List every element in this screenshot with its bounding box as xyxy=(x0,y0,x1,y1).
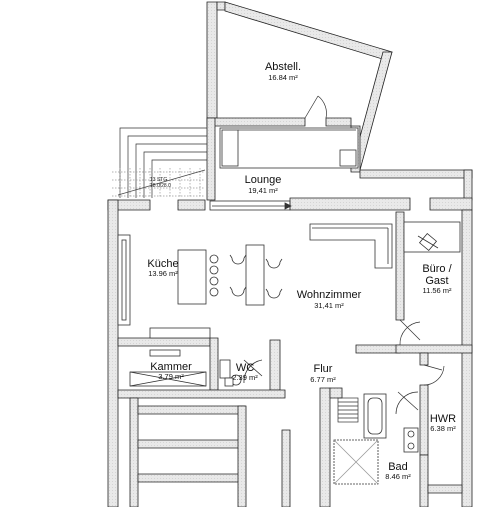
storage-door xyxy=(304,95,327,119)
room-name-flur: Flur xyxy=(314,363,333,375)
room-name-lounge: Lounge xyxy=(245,174,282,186)
room-area-bad: 8.46 m² xyxy=(385,472,411,481)
room-name-kueche: Küche xyxy=(147,258,178,270)
lounge-sofa xyxy=(219,127,359,169)
wc-fixtures xyxy=(219,359,263,387)
room-name-buero: Büro / xyxy=(422,263,452,275)
room-name-wc: WC xyxy=(236,362,254,374)
entry-stairs xyxy=(337,397,359,423)
room-area-lounge: 19,41 m² xyxy=(248,186,278,195)
room-area-flur: 6.77 m² xyxy=(310,375,336,384)
stair-label-ratio: 18.0/28.0 xyxy=(150,183,171,189)
room-name-bad: Bad xyxy=(388,461,408,473)
utility-door xyxy=(423,364,445,386)
room-area-abstell: 16.84 m² xyxy=(268,73,298,82)
bathroom-fixtures xyxy=(333,393,419,485)
room-name-kammer: Kammer xyxy=(150,361,192,373)
room-area-hwr: 6.38 m² xyxy=(430,424,456,433)
room-name-buero-line2: Gast xyxy=(425,275,448,287)
office-furniture xyxy=(403,221,461,253)
room-area-wc: 2.39 m² xyxy=(232,373,258,382)
room-area-kammer: 3.79 m² xyxy=(158,372,184,381)
walls xyxy=(107,1,473,507)
staircase xyxy=(112,127,207,198)
office-door xyxy=(399,319,421,346)
room-area-wohnzimmer: 31,41 m² xyxy=(314,301,344,310)
living-sofa xyxy=(309,223,393,269)
stair-label-steps: 13 STG xyxy=(150,177,167,183)
room-area-buero: 11.56 m² xyxy=(422,286,452,295)
room-name-abstell: Abstell. xyxy=(265,61,301,73)
room-name-hwr: HWR xyxy=(430,413,456,425)
room-area-kueche: 13.96 m² xyxy=(148,269,178,278)
bathroom-door xyxy=(395,391,419,415)
room-name-wohnzimmer: Wohnzimmer xyxy=(297,289,362,301)
dining-table xyxy=(229,244,283,306)
lounge-handrail-arrow xyxy=(209,200,292,211)
pantry-shelf xyxy=(129,349,207,387)
kitchen-furniture xyxy=(117,234,219,339)
